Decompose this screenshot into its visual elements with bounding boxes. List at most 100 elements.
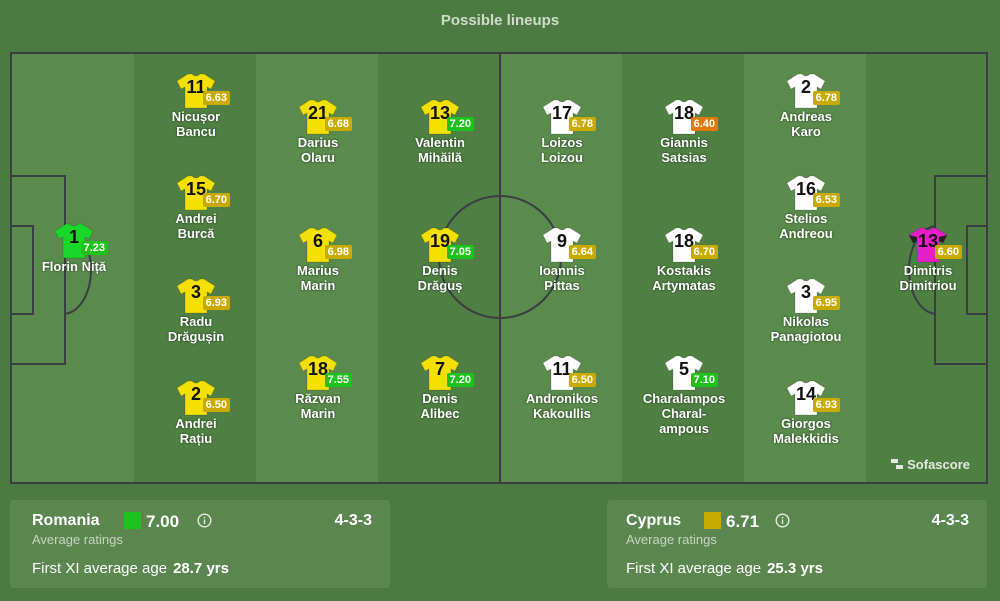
shirt-number: 11 <box>552 359 572 379</box>
shirt-number: 18 <box>673 231 695 251</box>
formation: 4-3-3 <box>334 512 372 529</box>
shirt-number: 18 <box>307 359 329 379</box>
player-name: Mihăilă <box>417 150 463 165</box>
player-name: Andreou <box>779 226 833 241</box>
player-name: Valentin <box>415 135 465 150</box>
player-name: Charalampos <box>642 391 726 406</box>
player-rating: 7.23 <box>80 241 108 255</box>
player-name: Olaru <box>301 150 335 165</box>
player-name: Andrei <box>175 416 217 431</box>
player-name: Marius <box>297 263 339 278</box>
player-name: ampous <box>659 421 709 436</box>
shirt-number: 17 <box>551 103 573 123</box>
info-icon[interactable] <box>197 513 212 528</box>
player-rating: 6.64 <box>568 245 596 259</box>
info-icon[interactable] <box>775 513 790 528</box>
player-name: Darius <box>297 135 339 150</box>
player-rating: 6.68 <box>324 117 352 131</box>
average-ratings-label: Average ratings <box>32 532 123 547</box>
player-name: Răzvan <box>295 391 341 406</box>
left-penalty-area <box>12 175 66 365</box>
player-rating: 7.20 <box>446 373 474 387</box>
player-rating: 6.70 <box>202 193 230 207</box>
player-name: Nicușor <box>171 109 221 124</box>
player-name: Andrei <box>175 211 217 226</box>
player-name: Loizos <box>541 135 583 150</box>
player-rating: 6.50 <box>202 398 230 412</box>
shirt-number: 13 <box>917 231 939 251</box>
player-name: Pittas <box>544 278 580 293</box>
player-rating: 6.93 <box>812 398 840 412</box>
player-rating: 6.95 <box>812 296 840 310</box>
right-goal-area <box>966 225 986 315</box>
right-penalty-area <box>934 175 986 365</box>
player-name: Ioannis <box>539 263 585 278</box>
shirt-number: 1 <box>68 227 79 247</box>
player-name: Dimitris <box>903 263 953 278</box>
rating-indicator-green <box>124 512 141 529</box>
player-name: Alibec <box>420 406 460 421</box>
player-rating: 6.70 <box>690 245 718 259</box>
shirt-number: 7 <box>434 359 445 379</box>
player-name: Giorgos <box>781 416 831 431</box>
shirt-number: 13 <box>429 103 451 123</box>
player-rating: 6.40 <box>690 117 718 131</box>
sofascore-logo: Sofascore <box>891 457 970 472</box>
player-name: Andreas <box>779 109 833 124</box>
shirt-number: 3 <box>800 282 811 302</box>
player-rating: 6.78 <box>568 117 596 131</box>
player-rating: 7.10 <box>690 373 718 387</box>
player-name: Denis <box>422 391 458 406</box>
rating-indicator-yellow <box>704 512 721 529</box>
player-name: Drăguș <box>417 278 463 293</box>
player-rating: 6.63 <box>202 91 230 105</box>
age-value: 28.7 yrs <box>173 560 229 577</box>
player-rating: 6.78 <box>812 91 840 105</box>
shirt-number: 21 <box>307 103 329 123</box>
player-name: Bancu <box>176 124 216 139</box>
average-ratings-label: Average ratings <box>626 532 717 547</box>
player-name: Karo <box>791 124 821 139</box>
player-name: Radu <box>179 314 213 329</box>
player-name: Malekkidis <box>773 431 839 446</box>
age-label: First XI average age <box>626 560 762 577</box>
player-name: Stelios <box>784 211 828 226</box>
shirt-number: 18 <box>673 103 695 123</box>
shirt-number: 15 <box>185 179 207 199</box>
shirt-number: 6 <box>312 231 323 251</box>
average-rating: 7.00 <box>146 512 180 531</box>
player-rating: 7.55 <box>324 373 352 387</box>
player-name: Kostakis <box>656 263 712 278</box>
shirt-number: 11 <box>186 77 206 97</box>
player-rating: 6.50 <box>568 373 596 387</box>
team-summary-home: Romania 7.00 4-3-3 Average ratings First… <box>10 500 390 588</box>
player-rating: 7.20 <box>446 117 474 131</box>
player-name: Panagiotou <box>770 329 842 344</box>
player-name: Florin Niță <box>41 259 107 274</box>
player-name: Andronikos <box>525 391 599 406</box>
